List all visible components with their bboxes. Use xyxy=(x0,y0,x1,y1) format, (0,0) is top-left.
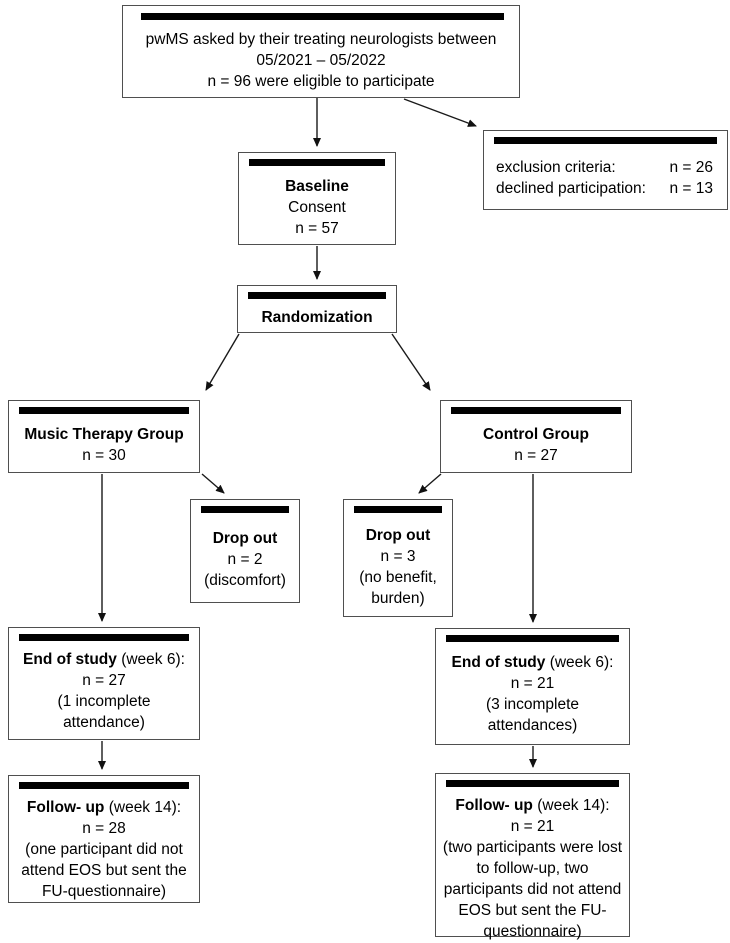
arrow-randomization-to-music xyxy=(205,333,240,391)
title-bar xyxy=(19,634,189,641)
end-of-study-control-box: End of study (week 6): n = 21 (3 incompl… xyxy=(435,628,630,745)
music-therapy-group-box: Music Therapy Group n = 30 xyxy=(8,400,200,473)
dropout-music-box: Drop out n = 2 (discomfort) xyxy=(190,499,300,603)
title-bar xyxy=(451,407,621,414)
follow-up-music-box: Follow- up (week 14): n = 28 (one partic… xyxy=(8,775,200,903)
eligibility-box: pwMS asked by their treating neurologist… xyxy=(122,5,520,98)
dropout-control-note: (no benefit, burden) xyxy=(359,568,437,607)
exclusion-label: exclusion criteria: xyxy=(496,158,616,176)
fu-music-week: (week 14): xyxy=(104,799,182,816)
fu-music-note: (one participant did not attend EOS but … xyxy=(21,841,187,900)
fu-control-count: n = 21 xyxy=(510,818,555,835)
randomization-box: Randomization xyxy=(237,285,397,333)
declined-row: declined participation: n = 13 xyxy=(496,178,713,199)
declined-label: declined participation: xyxy=(496,179,646,197)
eos-music-note: (1 incomplete attendance) xyxy=(57,693,151,731)
arrow-top-to-exclusion xyxy=(403,98,477,127)
fu-control-note: (two participants were lost to follow-up… xyxy=(442,839,623,940)
baseline-consent: Consent xyxy=(288,198,346,216)
eos-control-week: (week 6): xyxy=(545,654,614,671)
declined-count: n = 13 xyxy=(669,179,713,197)
eos-music-count: n = 27 xyxy=(82,672,126,689)
title-bar xyxy=(19,782,189,789)
eligibility-line1: pwMS asked by their treating neurologist… xyxy=(145,30,497,48)
dropout-control-title: Drop out xyxy=(365,526,431,544)
dropout-control-count: n = 3 xyxy=(380,547,416,565)
dropout-control-box: Drop out n = 3 (no benefit, burden) xyxy=(343,499,453,617)
follow-up-control-box: Follow- up (week 14): n = 21 (two partic… xyxy=(435,773,630,940)
exclusion-box: exclusion criteria: n = 26 declined part… xyxy=(483,130,728,210)
title-bar xyxy=(201,506,289,513)
eos-control-note: (3 incomplete attendances) xyxy=(485,696,580,734)
music-group-count: n = 30 xyxy=(82,447,126,464)
control-group-box: Control Group n = 27 xyxy=(440,400,632,473)
title-bar xyxy=(494,137,717,144)
music-group-title: Music Therapy Group xyxy=(24,426,184,443)
title-bar xyxy=(354,506,442,513)
eligibility-line3: n = 96 were eligible to participate xyxy=(207,72,435,90)
baseline-count: n = 57 xyxy=(295,219,339,237)
end-of-study-music-box: End of study (week 6): n = 27 (1 incompl… xyxy=(8,627,200,740)
eos-control-title: End of study xyxy=(451,654,546,671)
exclusion-count: n = 26 xyxy=(669,158,713,176)
title-bar xyxy=(446,780,619,787)
exclusion-row: exclusion criteria: n = 26 xyxy=(496,157,713,178)
eos-music-title: End of study xyxy=(23,651,117,668)
dropout-music-title: Drop out xyxy=(212,530,278,547)
arrow-randomization-to-control xyxy=(391,333,431,391)
eos-music-week: (week 6): xyxy=(116,651,185,668)
control-group-title: Control Group xyxy=(483,426,589,443)
fu-control-title: Follow- up xyxy=(455,797,533,814)
title-bar xyxy=(446,635,619,642)
eligibility-line2: 05/2021 – 05/2022 xyxy=(256,51,386,69)
title-bar xyxy=(249,159,385,166)
control-group-count: n = 27 xyxy=(514,447,558,464)
title-bar xyxy=(248,292,386,299)
fu-control-week: (week 14): xyxy=(532,797,610,814)
eos-control-count: n = 21 xyxy=(510,675,555,692)
title-bar xyxy=(141,13,504,20)
randomization-title: Randomization xyxy=(261,309,373,326)
arrow-control-to-dropout xyxy=(418,473,442,494)
arrow-music-to-dropout xyxy=(201,473,225,494)
title-bar xyxy=(19,407,189,414)
baseline-box: Baseline Consent n = 57 xyxy=(238,152,396,245)
fu-music-title: Follow- up xyxy=(26,799,105,816)
dropout-music-count: n = 2 xyxy=(227,551,263,568)
dropout-music-note: (discomfort) xyxy=(204,572,286,589)
fu-music-count: n = 28 xyxy=(82,820,126,837)
baseline-title: Baseline xyxy=(285,177,349,195)
